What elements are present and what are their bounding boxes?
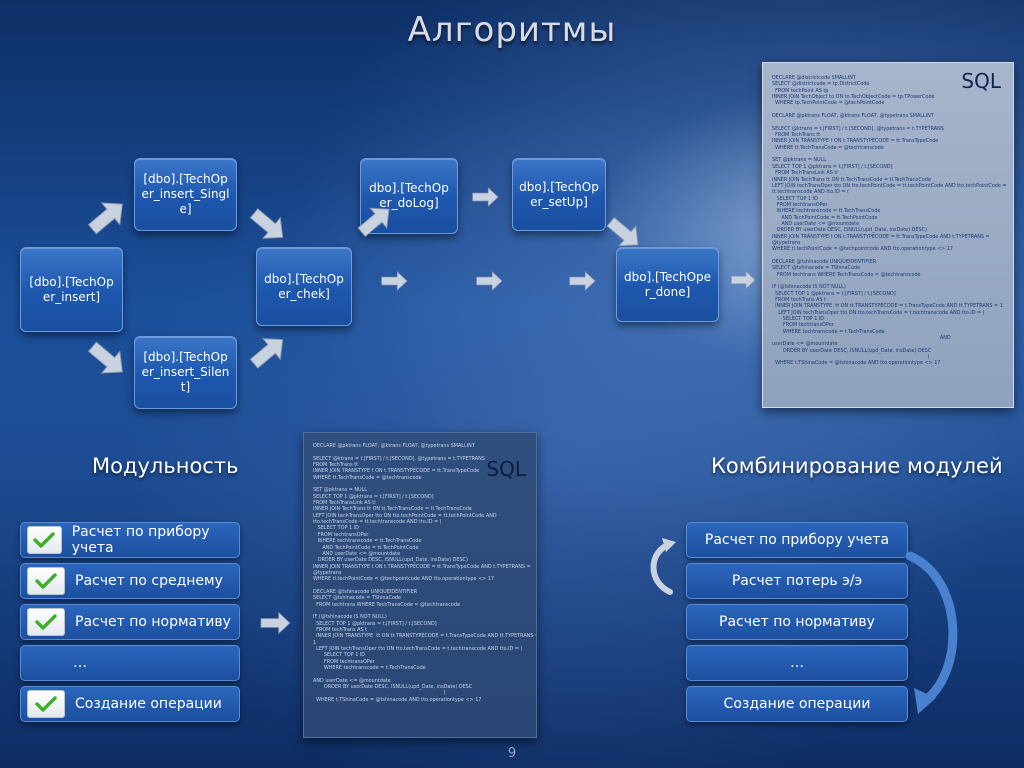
flow-box-dolog-label: dbo].[TechOper_doLog] bbox=[369, 181, 449, 210]
modularity-item-label: Расчет по среднему bbox=[75, 573, 223, 589]
modularity-item-label: Расчет по нормативу bbox=[75, 614, 231, 630]
modularity-item[interactable]: Создание операции bbox=[20, 686, 240, 722]
arrow-right-icon bbox=[249, 208, 284, 239]
flow-box-insert-single-label: [dbo].[TechOper_insert_Single] bbox=[141, 172, 230, 216]
combination-item-label: Расчет по прибору учета bbox=[704, 532, 890, 548]
sql-code-text: DECLARE @pktrans FLOAT, @ktrans FLOAT, @… bbox=[313, 443, 536, 703]
arrow-right-icon bbox=[476, 271, 503, 291]
combination-item-label: Создание операции bbox=[723, 696, 871, 712]
sql-label: SQL bbox=[961, 69, 1001, 93]
arrow-right-icon bbox=[357, 207, 390, 237]
arrow-right-icon bbox=[569, 271, 596, 291]
combination-item[interactable]: … bbox=[686, 645, 908, 681]
flow-box-chek[interactable]: dbo].[TechOper_chek] bbox=[256, 247, 352, 326]
check-icon bbox=[27, 526, 62, 554]
modularity-item-label: Создание операции bbox=[75, 696, 222, 712]
arrow-right-icon bbox=[87, 202, 123, 235]
sql-label: SQL bbox=[486, 457, 526, 481]
arrow-right-icon bbox=[249, 338, 284, 369]
modularity-item-label: Расчет по прибору учета bbox=[71, 524, 210, 556]
arrow-right-icon bbox=[381, 271, 408, 291]
flow-box-setup-label: dbo].[TechOper_setUp] bbox=[519, 179, 599, 209]
flow-box-insert-label: [dbo].[TechOper_insert] bbox=[29, 274, 114, 304]
check-icon bbox=[27, 608, 65, 636]
flow-box-insert[interactable]: [dbo].[TechOper_insert] bbox=[20, 247, 123, 332]
combination-item-label: Расчет по нормативу bbox=[719, 614, 875, 630]
arrow-right-icon bbox=[731, 270, 756, 290]
curved-arrow-icon bbox=[906, 551, 958, 714]
curved-arrow-icon bbox=[650, 538, 676, 595]
flow-box-chek-label: dbo].[TechOper_chek] bbox=[264, 271, 344, 301]
modularity-item[interactable]: Расчет по среднему bbox=[20, 563, 240, 599]
combination-item[interactable]: Расчет по прибору учета bbox=[686, 522, 908, 558]
combination-item[interactable]: Расчет потерь э/э bbox=[686, 563, 908, 599]
check-icon bbox=[27, 690, 65, 718]
flow-box-setup[interactable]: dbo].[TechOper_setUp] bbox=[512, 158, 606, 231]
modularity-title: Модульность bbox=[92, 454, 239, 478]
page-number: 9 bbox=[507, 746, 517, 761]
modularity-item[interactable]: Расчет по прибору учета bbox=[20, 522, 240, 558]
flow-box-done[interactable]: dbo].[TechOper_done] bbox=[616, 247, 719, 322]
flow-box-insert-single[interactable]: [dbo].[TechOper_insert_Single] bbox=[134, 158, 237, 231]
flow-box-insert-silent[interactable]: [dbo].[TechOper_insert_Silent] bbox=[134, 336, 237, 409]
flow-box-insert-silent-label: [dbo].[TechOper_insert_Silent] bbox=[141, 350, 230, 394]
combination-item[interactable]: Расчет по нормативу bbox=[686, 604, 908, 640]
modularity-item[interactable]: … bbox=[20, 645, 240, 681]
arrow-right-icon bbox=[606, 217, 639, 247]
combination-item[interactable]: Создание операции bbox=[686, 686, 908, 722]
sql-code-text: DECLARE @districtcode SMALLINT SELECT @d… bbox=[772, 75, 1007, 367]
combination-item-label: Расчет потерь э/э bbox=[731, 573, 863, 589]
modularity-item[interactable]: Расчет по нормативу bbox=[20, 604, 240, 640]
check-icon bbox=[27, 567, 65, 595]
combination-item-label: … bbox=[790, 655, 804, 671]
arrow-right-icon bbox=[260, 611, 291, 635]
combination-title: Комбинирование модулей bbox=[711, 454, 1003, 478]
sql-code-panel-middle: SQL DECLARE @pktrans FLOAT, @ktrans FLOA… bbox=[303, 432, 537, 738]
slide-title: Алгоритмы bbox=[407, 10, 617, 50]
arrow-right-icon bbox=[472, 187, 499, 207]
sql-code-panel-top: SQL DECLARE @districtcode SMALLINT SELEC… bbox=[762, 62, 1014, 408]
arrow-right-icon bbox=[87, 341, 123, 374]
modularity-item-label: … bbox=[73, 655, 87, 671]
flow-box-done-label: dbo].[TechOper_done] bbox=[623, 269, 712, 299]
